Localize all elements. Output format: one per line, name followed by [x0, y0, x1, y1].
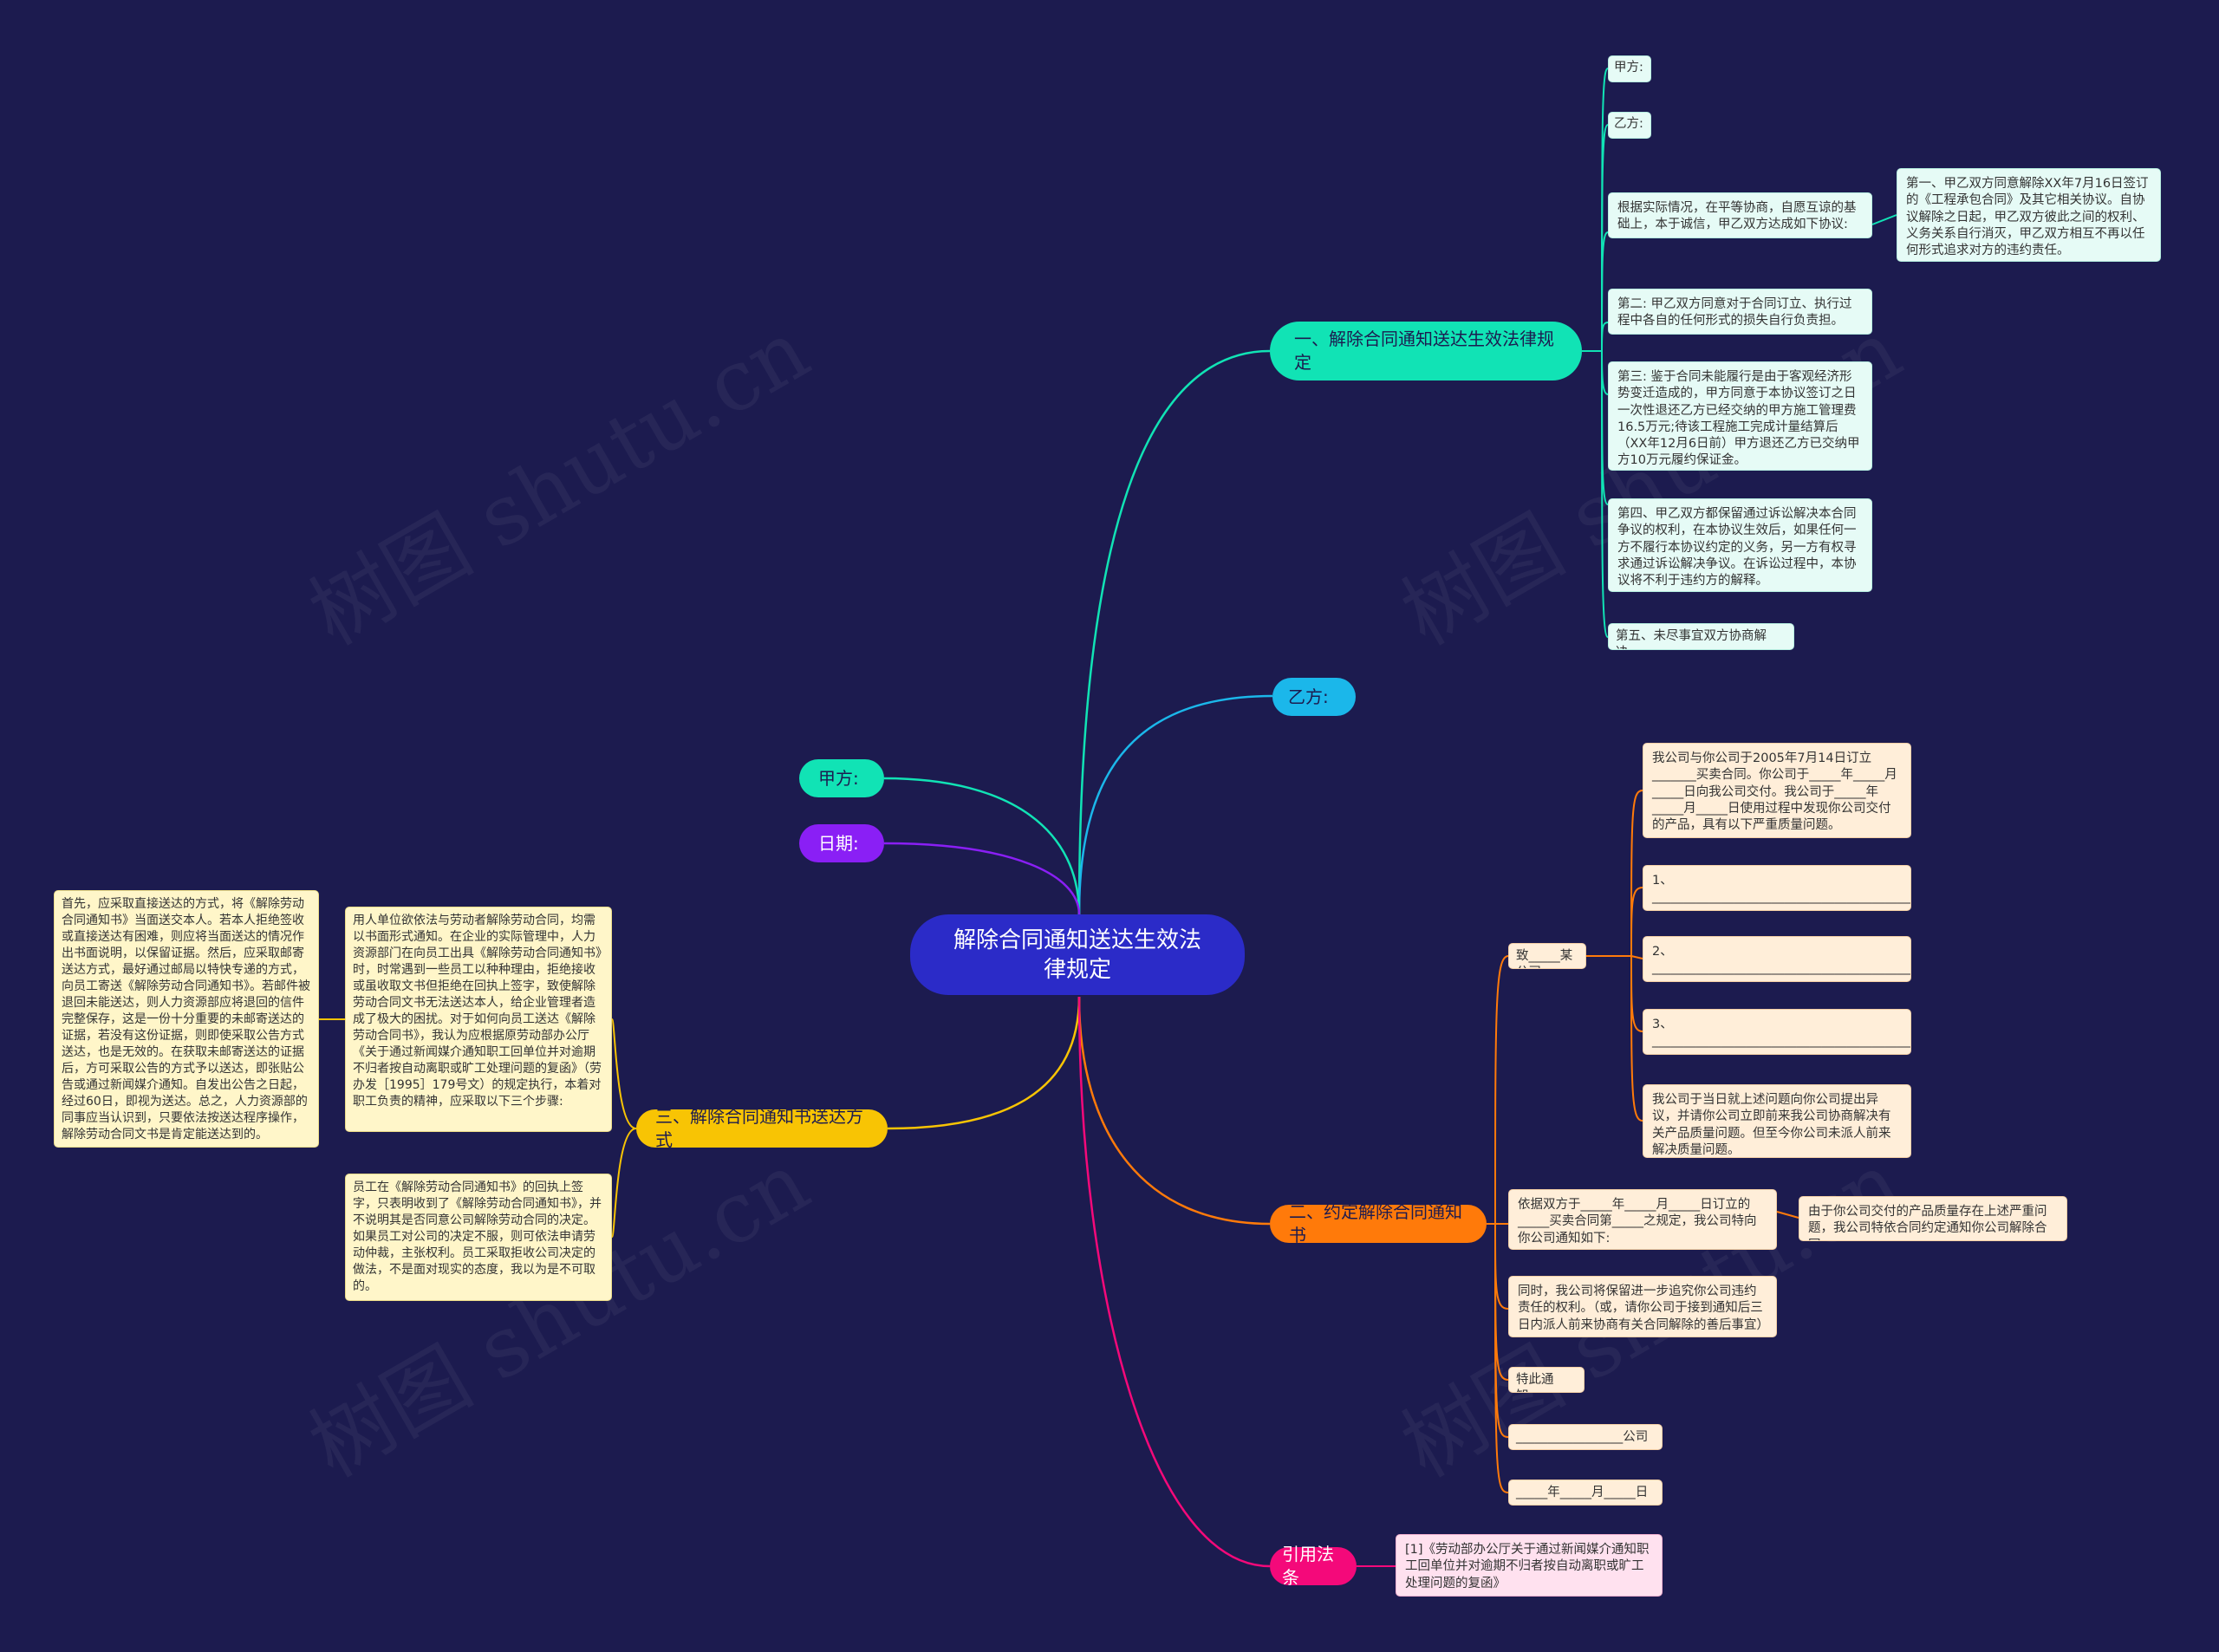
- b1-item-clause2[interactable]: 第二: 甲乙双方同意对于合同订立、执行过程中各自的任何形式的损失自行负责担。: [1608, 289, 1872, 335]
- b2-zhi-item-contract[interactable]: 我公司与你公司于2005年7月14日订立_______买卖合同。你公司于____…: [1643, 743, 1911, 838]
- link-b2-company: [1494, 1223, 1509, 1438]
- b2-zhi-item-label: 2、______________________________________…: [1652, 945, 1911, 976]
- link-root-branch3: [887, 996, 1081, 1130]
- link-root-jiafang: [883, 777, 1081, 915]
- b2-addressee[interactable]: 致_____某公司:: [1508, 943, 1586, 969]
- b2-addressee-label: 致_____某公司:: [1516, 949, 1573, 968]
- b2-company-sign[interactable]: _________________公司: [1508, 1424, 1663, 1450]
- b1-detail-label: 第一、甲乙双方同意解除XX年7月16日签订的《工程承包合同》及其它相关协议。自协…: [1906, 177, 2149, 258]
- b3-card-label: 用人单位欲依法与劳动者解除劳动合同，均需以书面形式通知。在企业的实际管理中，人力…: [353, 914, 602, 1109]
- b2-date-sign-label: _____年_____月_____日: [1516, 1486, 1649, 1499]
- link-b2-zhi-item4: [1630, 955, 1643, 1032]
- b2-zhi-item-label: 我公司与你公司于2005年7月14日订立_______买卖合同。你公司于____…: [1652, 751, 1897, 833]
- b1-item-basis[interactable]: 根据实际情况，在平等协商，自愿互谅的基础上，本于诚信，甲乙双方达成如下协议:: [1608, 192, 1872, 238]
- link-root-yifang: [1077, 694, 1273, 915]
- link-b1-item7: [1601, 350, 1609, 638]
- link-b1-detail: [1871, 214, 1897, 225]
- branch-yifang-label: 乙方:: [1288, 686, 1329, 707]
- b1-item-label: 第四、甲乙双方都保留通过诉讼解决本合同争议的权利，在本协议生效后，如果任何一方不…: [1617, 507, 1857, 589]
- link-b3-card2: [611, 1128, 637, 1238]
- b3-card-employer-notice[interactable]: 用人单位欲依法与劳动者解除劳动合同，均需以书面形式通知。在企业的实际管理中，人力…: [345, 907, 612, 1132]
- root-topic-label: 解除合同通知送达生效法律规定: [953, 927, 1201, 983]
- link-b1-item5: [1601, 350, 1609, 395]
- b1-item-label: 根据实际情况，在平等协商，自愿互谅的基础上，本于诚信，甲乙双方达成如下协议:: [1617, 201, 1857, 232]
- b1-item-clause5[interactable]: 第五、未尽事宜双方协商解决。: [1608, 623, 1794, 650]
- b2-zhi-item-label: 1、______________________________________…: [1652, 874, 1911, 905]
- b1-item-jiafang[interactable]: 甲方:: [1608, 55, 1651, 82]
- b2-zhi-item-label: 我公司于当日就上述问题向你公司提出异议，并请你公司立即前来我公司协商解决有关产品…: [1652, 1093, 1891, 1157]
- b2-reserve-rights-label: 同时，我公司将保留进一步追究你公司违约责任的权利。（或，请你公司于接到通知后三日…: [1518, 1285, 1769, 1332]
- link-b3-card1: [611, 1018, 637, 1129]
- b3-card-three-steps[interactable]: 首先，应采取直接送达的方式，将《解除劳动合同通知书》当面送交本人。若本人拒绝签收…: [54, 890, 319, 1148]
- branch-jiafang[interactable]: 甲方:: [799, 759, 884, 797]
- link-b2-date: [1494, 1223, 1509, 1493]
- branch-delivery-method-label: 三、解除合同通知书送达方式: [655, 1106, 863, 1150]
- link-root-law: [1077, 996, 1271, 1568]
- b2-zhi-item-3[interactable]: 3、______________________________________…: [1643, 1009, 1911, 1055]
- b2-zhi-item-label: 3、______________________________________…: [1652, 1018, 1911, 1049]
- link-root-branch2: [1077, 996, 1271, 1226]
- b2-hereby-notice[interactable]: 特此通知。: [1508, 1367, 1585, 1393]
- b2-company-sign-label: _________________公司: [1516, 1430, 1649, 1444]
- b1-item-label: 第五、未尽事宜双方协商解决。: [1616, 629, 1767, 649]
- branch-date[interactable]: 日期:: [799, 824, 884, 862]
- link-root-branch1: [1077, 349, 1271, 915]
- b2-basis-label: 依据双方于_____年_____月_____日订立的_____买卖合同第____…: [1518, 1198, 1757, 1246]
- link-b2-zhi-item5: [1630, 955, 1643, 1122]
- b2-reserve-rights[interactable]: 同时，我公司将保留进一步追究你公司违约责任的权利。（或，请你公司于接到通知后三日…: [1508, 1276, 1777, 1337]
- b1-item-clause4[interactable]: 第四、甲乙双方都保留通过诉讼解决本合同争议的权利，在本协议生效后，如果任何一方不…: [1608, 498, 1872, 592]
- branch-legal-effect[interactable]: 一、解除合同通知送达生效法律规定: [1270, 322, 1582, 380]
- link-b1-item4: [1601, 322, 1609, 352]
- branch-date-label: 日期:: [818, 832, 859, 854]
- branch-termination-notice-label: 二、约定解除合同通知书: [1289, 1201, 1462, 1246]
- b1-item-label: 甲方:: [1614, 61, 1643, 75]
- law-reference[interactable]: [1]《劳动部办公厅关于通过新闻媒介通知职工回单位并对逾期不归者按自动离职或旷工…: [1396, 1534, 1663, 1597]
- b1-detail-clause1[interactable]: 第一、甲乙双方同意解除XX年7月16日签订的《工程承包合同》及其它相关协议。自协…: [1897, 168, 2161, 262]
- branch-yifang[interactable]: 乙方:: [1272, 678, 1356, 716]
- link-b1-item3: [1601, 231, 1609, 352]
- b1-item-label: 第三: 鉴于合同未能履行是由于客观经济形势变迁造成的，甲方同意于本协议签订之日一…: [1617, 370, 1860, 468]
- b1-item-label: 乙方:: [1614, 117, 1643, 131]
- branch-cited-law[interactable]: 引用法条: [1270, 1544, 1357, 1588]
- b2-zhi-item-2[interactable]: 2、______________________________________…: [1643, 936, 1911, 982]
- link-b2-zhi: [1494, 955, 1509, 1225]
- b2-date-sign[interactable]: _____年_____月_____日: [1508, 1480, 1663, 1506]
- branch-delivery-method[interactable]: 三、解除合同通知书送达方式: [636, 1106, 888, 1150]
- link-b2-notice: [1494, 1223, 1509, 1381]
- b1-item-clause3[interactable]: 第三: 鉴于合同未能履行是由于客观经济形势变迁造成的，甲方同意于本协议签订之日一…: [1608, 361, 1872, 471]
- b1-item-yifang[interactable]: 乙方:: [1608, 112, 1651, 139]
- branch-cited-law-label: 引用法条: [1282, 1544, 1334, 1588]
- branch-jiafang-label: 甲方:: [818, 767, 859, 789]
- b2-zhi-item-objection[interactable]: 我公司于当日就上述问题向你公司提出异议，并请你公司立即前来我公司协商解决有关产品…: [1643, 1084, 1911, 1158]
- b2-basis[interactable]: 依据双方于_____年_____月_____日订立的_____买卖合同第____…: [1508, 1189, 1777, 1250]
- root-topic[interactable]: 解除合同通知送达生效法律规定: [910, 914, 1245, 995]
- link-b2-zhi-item1: [1630, 790, 1643, 957]
- b3-card-receipt[interactable]: 员工在《解除劳动合同通知书》的回执上签字，只表明收到了《解除劳动合同通知书》，并…: [345, 1174, 612, 1301]
- link-b2-zhi-item3: [1630, 955, 1643, 959]
- b1-item-label: 第二: 甲乙双方同意对于合同订立、执行过程中各自的任何形式的损失自行负责担。: [1617, 297, 1852, 328]
- law-reference-label: [1]《劳动部办公厅关于通过新闻媒介通知职工回单位并对逾期不归者按自动离职或旷工…: [1405, 1543, 1650, 1590]
- link-b2-zhi-item2: [1630, 887, 1643, 957]
- link-root-date: [883, 842, 1081, 915]
- branch-legal-effect-label: 一、解除合同通知送达生效法律规定: [1294, 328, 1554, 373]
- link-b2-basis-detail: [1776, 1211, 1799, 1219]
- b3-card-label: 首先，应采取直接送达的方式，将《解除劳动合同通知书》当面送交本人。若本人拒绝签收…: [62, 897, 310, 1141]
- b3-card-label: 员工在《解除劳动合同通知书》的回执上签字，只表明收到了《解除劳动合同通知书》，并…: [353, 1180, 602, 1293]
- branch-termination-notice[interactable]: 二、约定解除合同通知书: [1270, 1201, 1487, 1246]
- b2-hereby-notice-label: 特此通知。: [1516, 1373, 1554, 1392]
- link-b2-meanwhile: [1494, 1223, 1509, 1310]
- b2-zhi-item-1[interactable]: 1、______________________________________…: [1643, 865, 1911, 911]
